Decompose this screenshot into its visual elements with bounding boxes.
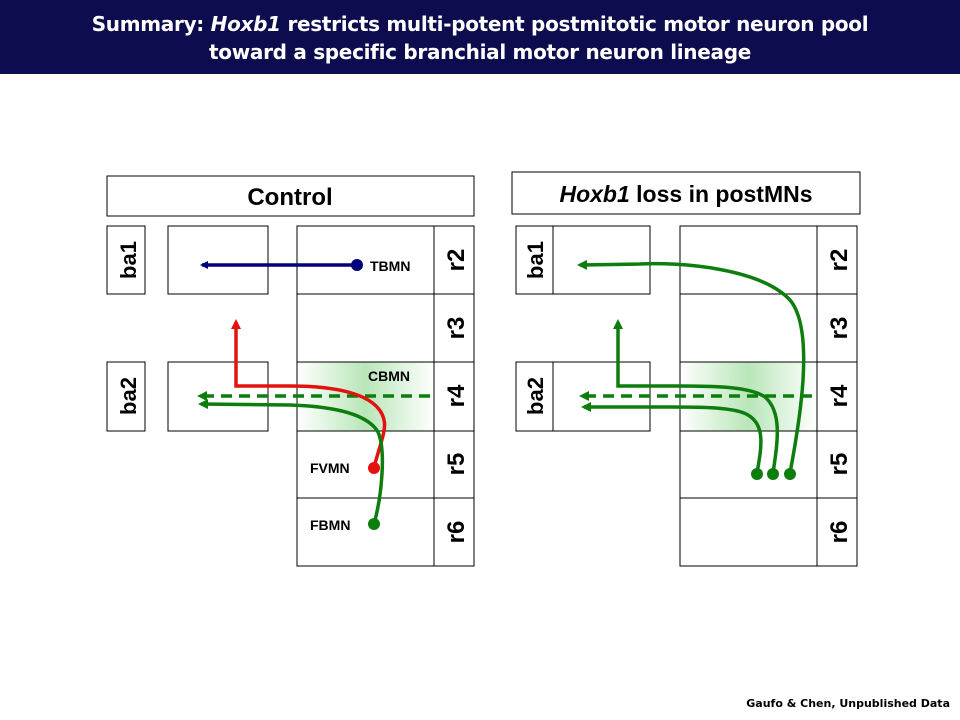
mutant-title-box — [511, 171, 861, 215]
ba2-target-box — [167, 361, 269, 432]
r4-label: r4 — [443, 384, 470, 407]
title-suffix: restricts multi-potent postmitotic motor… — [280, 12, 869, 36]
title-line-2: toward a specific branchial motor neuron… — [209, 40, 751, 64]
mutant-soma-3 — [784, 468, 796, 480]
title-gene: Hoxb1 — [210, 12, 281, 36]
ba2-box — [106, 361, 146, 432]
mutant-panel: Hoxb1 loss in postMNs ba1 ba2 r2 r3 r4 r… — [511, 171, 861, 567]
mutant-soma-1 — [751, 468, 763, 480]
fvmn-soma — [368, 462, 380, 474]
ba1-target-box — [167, 225, 269, 295]
control-title-box — [106, 175, 475, 217]
mutant-title-rest: loss in postMNs — [630, 181, 813, 207]
title-line-1: Summary: Hoxb1 restricts multi-potent po… — [0, 12, 960, 36]
mutant-arrow-ba1 — [577, 259, 806, 474]
control-title: Control — [247, 184, 332, 211]
tbmn-soma — [351, 259, 363, 271]
mutant-soma-2 — [767, 468, 779, 480]
mutant-arrow-ba2 — [581, 402, 763, 474]
mutant-ba1-label: ba1 — [523, 241, 548, 279]
r6-label: r6 — [443, 521, 470, 544]
mutant-r4-label: r4 — [826, 384, 853, 407]
ba1-label: ba1 — [116, 241, 141, 279]
mutant-r3-label: r3 — [826, 317, 853, 340]
credit-text: Gaufo & Chen, Unpublished Data — [746, 697, 950, 710]
fvmn-label: FVMN — [310, 460, 350, 476]
title-banner: Summary: Hoxb1 restricts multi-potent po… — [0, 0, 960, 74]
mutant-r6-label: r6 — [826, 521, 853, 544]
title-prefix: Summary: — [91, 12, 211, 36]
mutant-r5-label: r5 — [826, 453, 853, 476]
mutant-ba2-label: ba2 — [523, 377, 548, 415]
mutant-title: Hoxb1 loss in postMNs — [559, 181, 812, 207]
control-panel: Control ba1 ba2 r2 r3 r4 r5 r6 TBMN CBMN… — [106, 175, 475, 567]
mutant-title-gene: Hoxb1 — [559, 181, 629, 207]
mutant-arrow-up — [613, 319, 779, 474]
ba2-label: ba2 — [116, 377, 141, 415]
mutant-r2-label: r2 — [826, 249, 853, 272]
fbmn-arrow — [198, 399, 385, 525]
fbmn-soma — [368, 518, 380, 530]
cbmn-label: CBMN — [368, 368, 410, 384]
r2-label: r2 — [443, 249, 470, 272]
fbmn-label: FBMN — [310, 517, 350, 533]
r3-label: r3 — [443, 317, 470, 340]
ba1-box — [106, 225, 146, 295]
tbmn-label: TBMN — [370, 258, 410, 274]
r5-label: r5 — [443, 453, 470, 476]
